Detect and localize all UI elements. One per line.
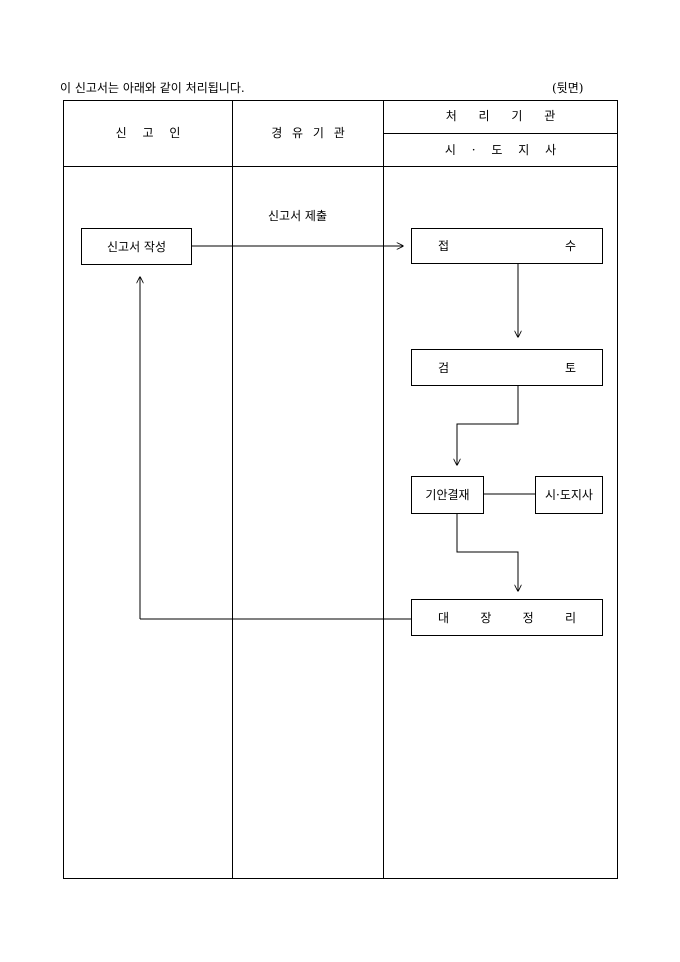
table-bottom-border — [63, 878, 618, 879]
arrow-draft-to-ledger — [456, 514, 518, 591]
submit-label: 신고서 제출 — [268, 209, 328, 223]
ledger-char-3: 정 — [522, 610, 534, 625]
review-label-left: 검 — [438, 360, 450, 375]
ledger-char-4: 리 — [564, 610, 576, 625]
write-report-label: 신고서 작성 — [106, 239, 166, 254]
review-label-right: 토 — [564, 360, 576, 375]
header-applicant: 신 고 인 — [115, 126, 181, 140]
draft-approval-label: 기안결재 — [425, 488, 470, 502]
table-right-border — [617, 100, 618, 879]
governor-label: 시·도지사 — [545, 488, 593, 502]
receipt-label-right: 수 — [564, 239, 576, 253]
table-header-divider — [63, 166, 618, 167]
receipt-box: 접 수 — [411, 228, 603, 264]
header-authority: 시 · 도 지 사 — [444, 143, 557, 157]
column-divider-1 — [232, 100, 233, 879]
ledger-box: 대 장 정 리 — [411, 599, 603, 636]
table-top-border — [63, 100, 618, 101]
arrow-review-to-draft — [457, 386, 519, 465]
draft-approval-box: 기안결재 — [411, 476, 484, 514]
header-intermediary: 경 유 기 관 — [271, 126, 345, 140]
header-processing: 처 리 기 관 — [445, 109, 556, 123]
ledger-char-2: 장 — [480, 610, 492, 625]
table-left-border — [63, 100, 64, 879]
ledger-char-1: 대 — [438, 610, 450, 625]
processing-subheader-divider — [383, 133, 618, 134]
write-report-box: 신고서 작성 — [81, 228, 192, 265]
page-side-label: (뒷면) — [552, 81, 584, 95]
receipt-label-left: 접 — [438, 239, 450, 253]
column-divider-2 — [383, 100, 384, 879]
governor-box: 시·도지사 — [535, 476, 603, 514]
review-box: 검 토 — [411, 349, 603, 386]
notice-text: 이 신고서는 아래와 같이 처리됩니다. — [60, 81, 245, 95]
